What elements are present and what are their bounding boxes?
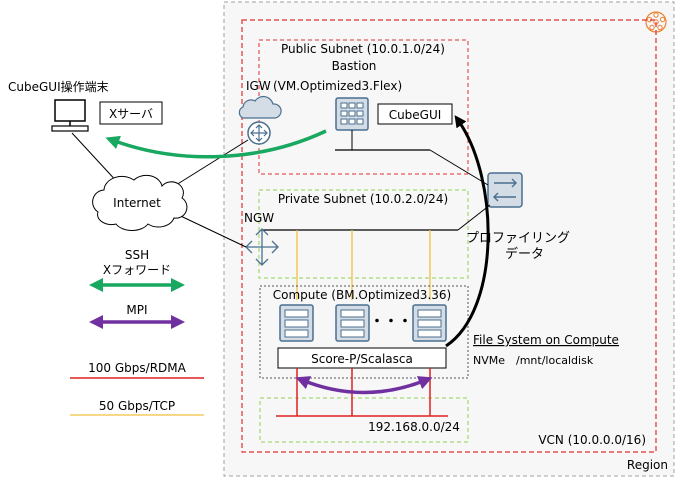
legend-ssh-label: SSH bbox=[125, 248, 149, 262]
internet-label: Internet bbox=[113, 196, 161, 210]
fs-detail: NVMe /mnt/localdisk bbox=[473, 354, 594, 367]
region-label: Region bbox=[627, 458, 668, 472]
internet-igw-link bbox=[167, 139, 249, 191]
cubegui-box bbox=[377, 103, 453, 125]
bastion-label: Bastion bbox=[332, 59, 377, 73]
score-p-label: Score-P/Scalasca bbox=[311, 352, 413, 366]
compute-node-2-icon bbox=[335, 304, 370, 342]
profiling-label-line1: プロファイリング bbox=[466, 231, 570, 246]
vcn-box bbox=[241, 19, 657, 453]
ngw-label: NGW bbox=[244, 211, 274, 225]
vm-shape-label: (VM.Optimized3.Flex) bbox=[273, 79, 402, 93]
legend-tcp-label: 50 Gbps/TCP bbox=[99, 399, 175, 413]
terminal-icon bbox=[51, 99, 89, 132]
compute-node-3-icon bbox=[412, 304, 447, 342]
profiling-label-line2: データ bbox=[505, 246, 544, 262]
public-subnet-label: Public Subnet (10.0.1.0/24) bbox=[281, 42, 445, 56]
compute-ellipsis: ・・・ bbox=[370, 314, 412, 330]
ssh-xforward-arrow bbox=[105, 129, 327, 159]
cubegui-label: CubeGUI bbox=[389, 108, 442, 122]
xserver-box bbox=[99, 101, 163, 125]
fs-title: File System on Compute bbox=[473, 333, 619, 347]
rdma-net-label: 192.168.0.0/24 bbox=[368, 420, 460, 434]
router-icon bbox=[487, 172, 523, 208]
terminal-label: CubeGUI操作端末 bbox=[8, 79, 109, 94]
legend-rdma-label: 100 Gbps/RDMA bbox=[88, 361, 186, 375]
compute-label: Compute (BM.Optimized3.36) bbox=[273, 288, 451, 302]
internet-cloud-icon bbox=[92, 174, 188, 232]
bastion-server-icon bbox=[335, 97, 369, 131]
ngw-icon bbox=[245, 228, 279, 266]
terminal-internet-link bbox=[71, 132, 121, 186]
vcn-label: VCN (10.0.0.0/16) bbox=[538, 433, 646, 447]
compute-node-1-icon bbox=[279, 304, 314, 342]
igw-icon bbox=[238, 95, 282, 145]
legend-mpi-label: MPI bbox=[126, 303, 147, 317]
private-subnet-label: Private Subnet (10.0.2.0/24) bbox=[278, 192, 448, 206]
profiling-data-arrow bbox=[445, 115, 490, 348]
legend-xforward-label: Xフォワード bbox=[103, 263, 171, 277]
mpi-arc-arrow bbox=[295, 376, 433, 395]
bastion-router-link bbox=[429, 149, 489, 186]
private-router-link bbox=[457, 204, 491, 231]
score-p-box bbox=[277, 347, 447, 369]
igw-label: IGW bbox=[246, 79, 271, 93]
private-subnet-box bbox=[258, 189, 469, 279]
region-box bbox=[223, 1, 675, 477]
xserver-label: Xサーバ bbox=[109, 107, 153, 121]
